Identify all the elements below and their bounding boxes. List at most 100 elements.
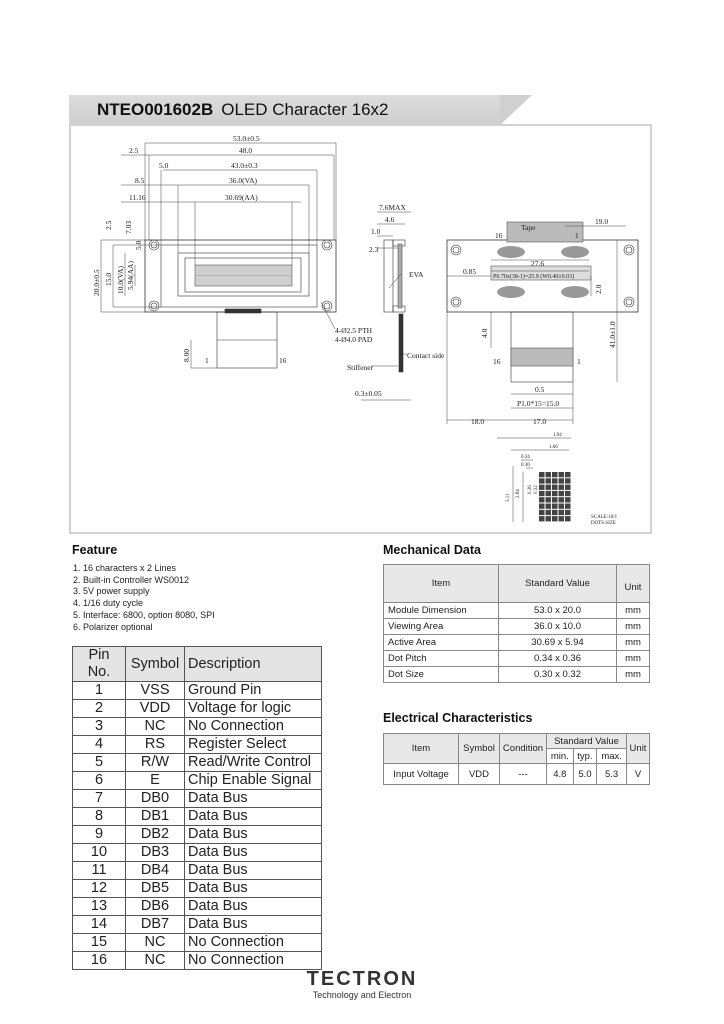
dot-pixel <box>545 484 551 490</box>
dot-dim-1-66: 1.66 <box>549 445 558 450</box>
dot-pixel <box>558 509 564 516</box>
elec-condition-header: Condition <box>499 733 547 764</box>
dots-size-label: DOTS SIZE <box>591 521 616 526</box>
description-cell: Data Bus <box>184 843 322 862</box>
technical-drawing-frame: 53.0±0.5 48.0 2.5 5.0 43.0±0.3 8.5 36.0(… <box>69 124 652 534</box>
dot-pixel <box>558 503 564 509</box>
contact-side-label: Contact side <box>407 351 445 360</box>
dot-pixel <box>545 478 551 484</box>
dot-pixel <box>545 509 551 516</box>
dim-48: 48.0 <box>239 146 252 155</box>
dim-8: 8.00 <box>182 349 191 362</box>
mech-item-cell: Module Dimension <box>383 602 499 619</box>
dot-pixel <box>558 490 564 497</box>
pin-no-cell: 8 <box>72 807 126 826</box>
dot-pixel <box>552 484 558 490</box>
feature-heading: Feature <box>72 543 118 557</box>
dim-1-0: 1.0 <box>371 227 381 236</box>
dot-dim-3-11: 3.11 <box>506 493 511 502</box>
symbol-cell: DB1 <box>125 807 185 826</box>
pin-last-label: 16 <box>279 356 287 365</box>
dot-pixel <box>558 497 564 503</box>
title-bar <box>69 95 502 125</box>
description-cell: No Connection <box>184 717 322 736</box>
back-pin-16-top: 16 <box>495 231 503 240</box>
dim-2-5: 2.5 <box>129 146 139 155</box>
description-cell: Register Select <box>184 735 322 754</box>
elec-condition: --- <box>499 763 547 785</box>
dot-pixel <box>558 484 564 490</box>
mech-item-cell: Viewing Area <box>383 618 499 635</box>
pin-no-cell: 9 <box>72 825 126 844</box>
dim-4-0: 4.0 <box>480 328 489 338</box>
dim-53: 53.0±0.5 <box>233 134 260 143</box>
symbol-cell: NC <box>125 951 185 970</box>
symbol-cell: DB6 <box>125 897 185 916</box>
symbol-cell: NC <box>125 717 185 736</box>
dim-20: 20.0±0.5 <box>92 269 101 296</box>
dot-pixel <box>565 516 571 522</box>
dot-pixel <box>558 472 564 478</box>
feature-list: 1. 16 characters x 2 Lines 2. Built-in C… <box>73 563 215 633</box>
mech-unit-cell: mm <box>616 634 650 651</box>
dot-pixel <box>545 503 551 509</box>
mech-unit-cell: mm <box>616 618 650 635</box>
elec-standard-header: Standard Value <box>546 733 627 749</box>
description-cell: Ground Pin <box>184 681 322 700</box>
pin-no-cell: 4 <box>72 735 126 754</box>
dim-11-16: 11.16 <box>129 193 146 202</box>
dim-2-5-v: 2.5 <box>104 220 113 230</box>
dot-pixel <box>565 472 571 478</box>
dot-pixel <box>539 478 545 484</box>
dim-7-03: 7.03 <box>124 221 133 234</box>
pin-no-cell: 2 <box>72 699 126 718</box>
holes-pad: 4-Ø4.0 PAD <box>335 335 373 344</box>
back-pin-1-bottom: 1 <box>577 357 581 366</box>
mech-value-cell: 0.34 x 0.36 <box>498 650 617 667</box>
pin-no-cell: 10 <box>72 843 126 862</box>
elec-min-header: min. <box>546 748 574 764</box>
dot-pixel <box>565 490 571 497</box>
symbol-cell: DB2 <box>125 825 185 844</box>
dim-5-v: 5.0 <box>134 240 143 250</box>
description-cell: Data Bus <box>184 897 322 916</box>
elec-symbol-header: Symbol <box>458 733 500 764</box>
mech-standard-header: Standard Value <box>498 564 617 603</box>
dot-dim-0-36: 0.36 <box>528 485 533 494</box>
dim-2-0: 2.0 <box>594 284 603 294</box>
feature-item: 6. Polarizer optional <box>73 621 153 632</box>
back-pin-16-bottom: 16 <box>493 357 501 366</box>
dot-pixel <box>539 503 545 509</box>
holes-pth: 4-Ø2.5 PTH <box>335 326 373 335</box>
dot-pixel <box>565 497 571 503</box>
dot-dim-1-94: 1.94 <box>553 433 562 438</box>
technical-drawing: 53.0±0.5 48.0 2.5 5.0 43.0±0.3 8.5 36.0(… <box>92 134 639 526</box>
dim-pitch-pins: P1.0*15=15.0 <box>517 399 559 408</box>
elec-typ: 5.0 <box>572 763 598 785</box>
product-name: OLED Character 16x2 <box>221 100 389 119</box>
symbol-cell: DB5 <box>125 879 185 898</box>
pin-no-cell: 7 <box>72 789 126 808</box>
mechanical-table-header: Item Standard Value Unit <box>383 564 650 603</box>
description-cell: No Connection <box>184 951 322 970</box>
feature-item: 5. Interface: 6800, option 8080, SPI <box>73 609 215 620</box>
elec-min: 4.8 <box>546 763 574 785</box>
pin-no-cell: 1 <box>72 681 126 700</box>
mech-value-cell: 53.0 x 20.0 <box>498 602 617 619</box>
symbol-cell: VSS <box>125 681 185 700</box>
table-row: Input Voltage VDD --- 4.8 5.0 5.3 V <box>383 763 650 785</box>
description-cell: Voltage for logic <box>184 699 322 718</box>
